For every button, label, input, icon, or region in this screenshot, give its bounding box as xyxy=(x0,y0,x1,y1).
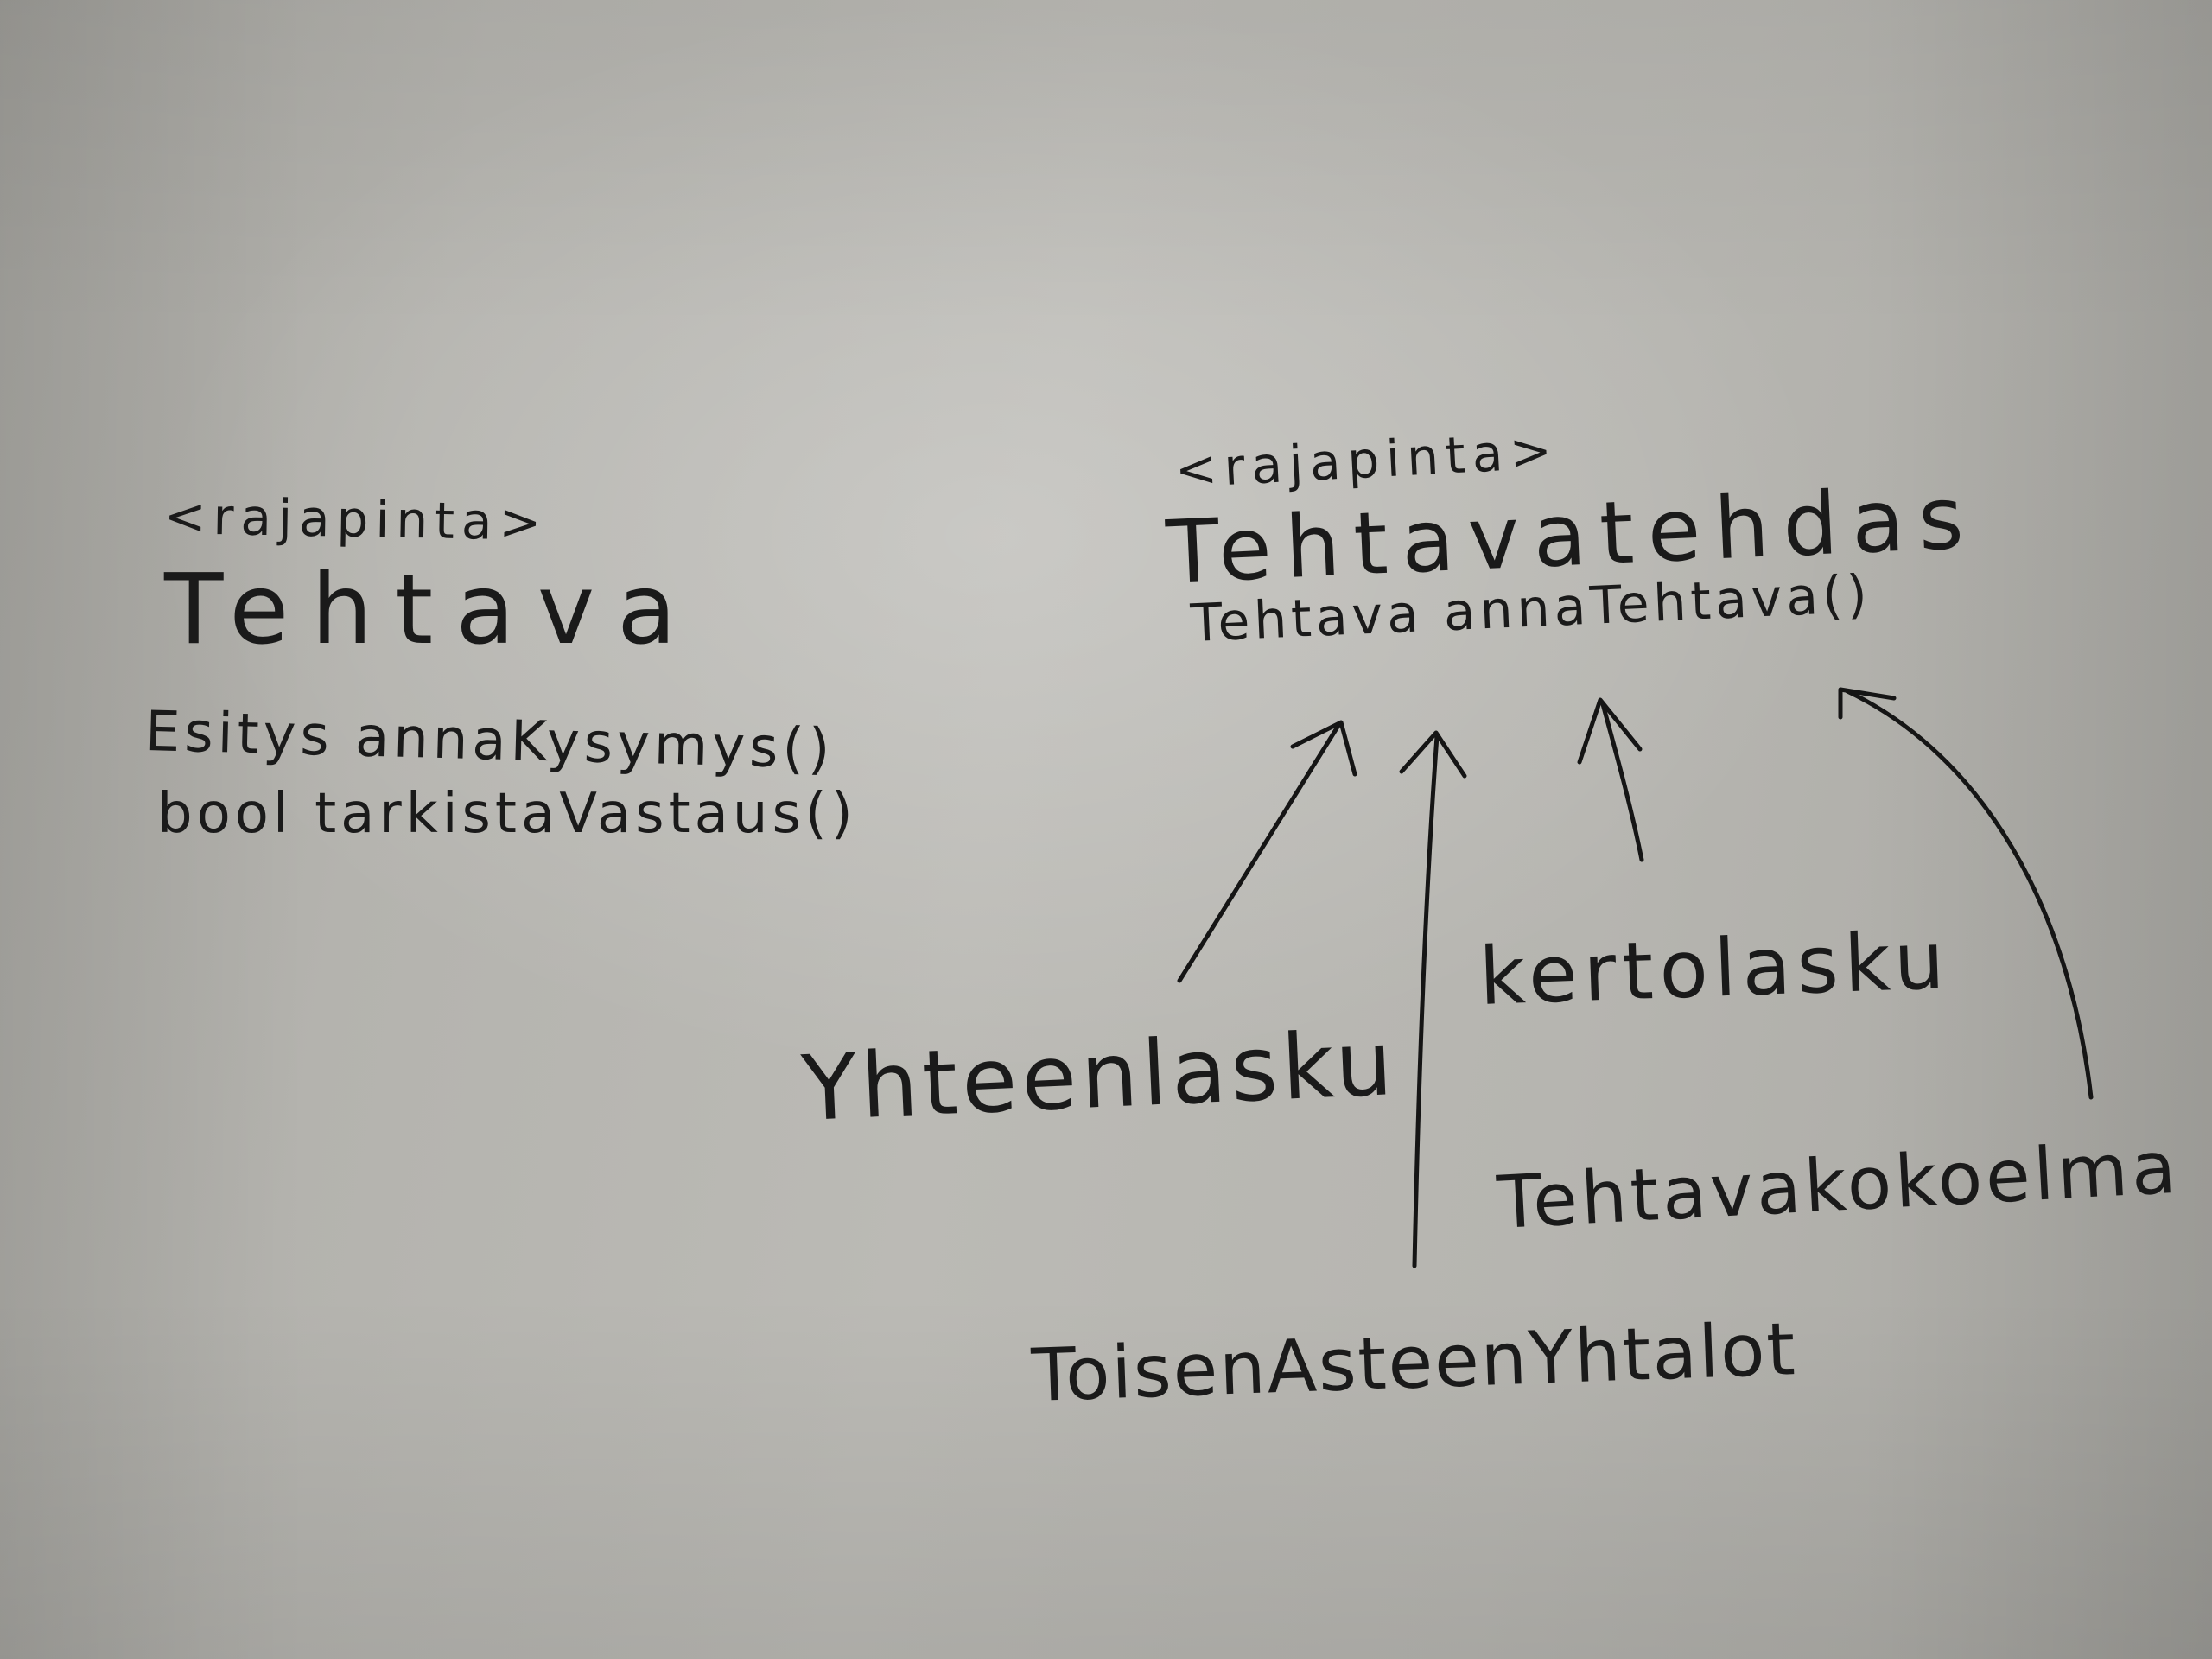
arrow-tehtavakokoelma-to-tehtavatehdas xyxy=(1838,687,2094,1100)
arrow-shaft xyxy=(1600,702,1644,862)
arrow-shaft xyxy=(1177,721,1342,983)
class-yhteenlasku: Yhteenlasku xyxy=(799,1010,1399,1141)
tehtava-method-anna-kysymys: Esitys annaKysymys() xyxy=(144,700,836,782)
arrow-shaft xyxy=(1412,734,1440,1268)
arrow-yhteenlasku-to-tehtavatehdas xyxy=(1177,720,1357,983)
tehtava-interface-name: Tehtava xyxy=(164,554,699,666)
arrow-kertolasku-to-tehtavatehdas xyxy=(1577,697,1644,862)
arrow-head xyxy=(1577,697,1643,765)
arrow-head xyxy=(1399,730,1467,779)
arrow-shaft xyxy=(1845,689,2094,1100)
class-kertolasku: kertolasku xyxy=(1478,913,1952,1023)
tehtava-stereotype: <rajapinta> xyxy=(163,486,549,552)
arrow-head xyxy=(1290,720,1357,777)
arrow-toisenasteen-to-tehtavatehdas xyxy=(1399,730,1467,1268)
arrow-head xyxy=(1838,687,1897,720)
tehtava-method-tarkista-vastaus: bool tarkistaVastaus() xyxy=(157,782,857,846)
